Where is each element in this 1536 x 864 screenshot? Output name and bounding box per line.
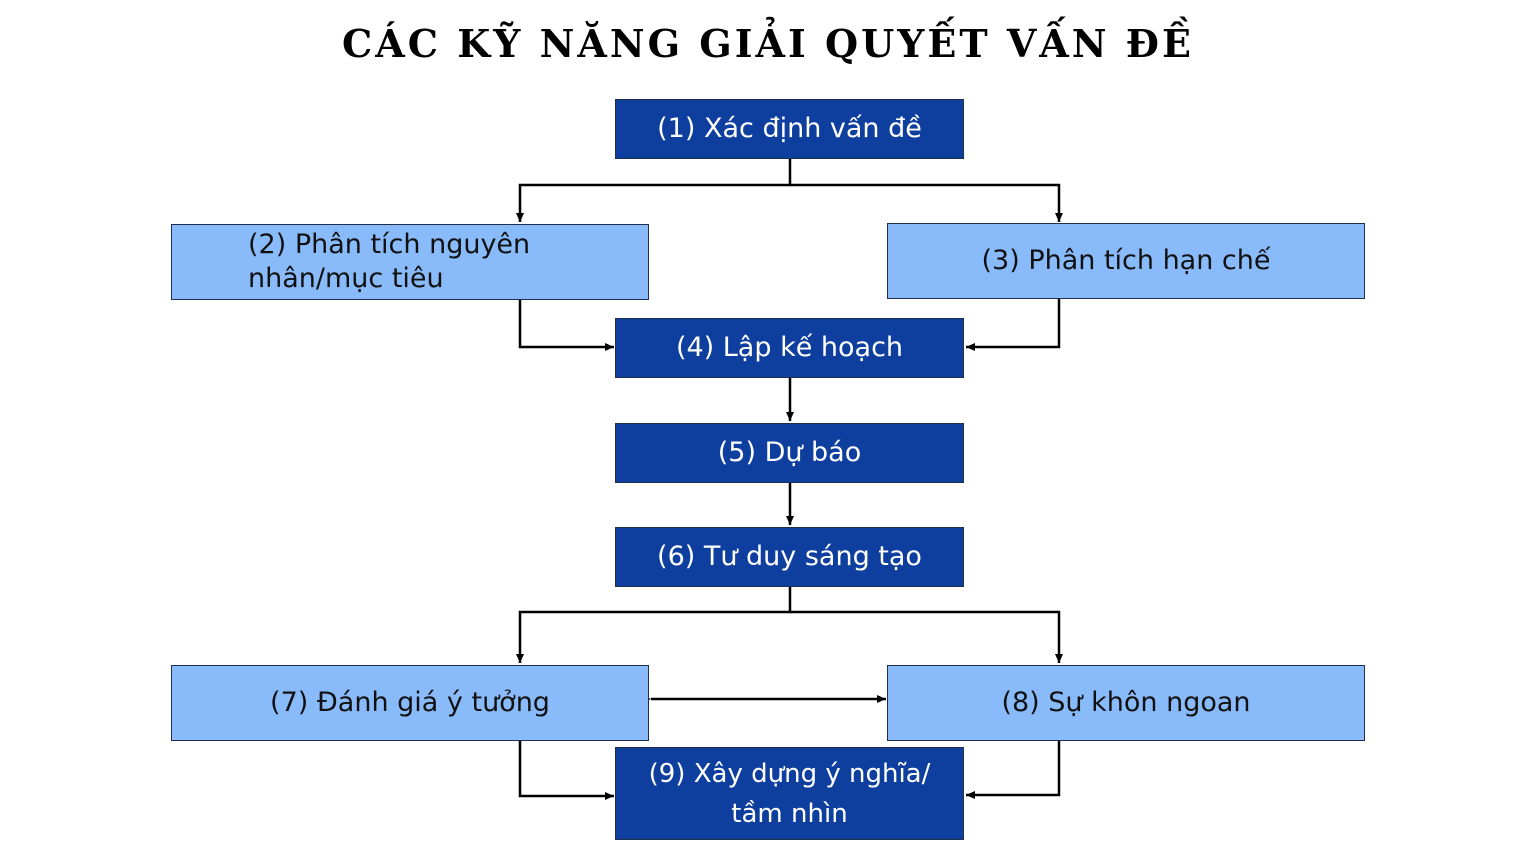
diagram-title: CÁC KỸ NĂNG GIẢI QUYẾT VẤN ĐỀ: [342, 21, 1194, 66]
node-2-label: (2) Phân tích nguyên nhân/mục tiêu: [248, 229, 531, 294]
node-5-label: (5) Dự báo: [717, 437, 862, 468]
node-1-identify-problem: (1) Xác định vấn đề: [615, 99, 964, 159]
node-5-forecast: (5) Dự báo: [615, 423, 964, 483]
connector-1-2: [516, 158, 792, 222]
node-4-planning: (4) Lập kế hoạch: [615, 318, 964, 378]
node-1-label: (1) Xác định vấn đề: [657, 113, 922, 144]
node-6-label: (6) Tư duy sáng tạo: [657, 541, 922, 572]
connector-6-8: [790, 610, 1063, 663]
node-7-label: (7) Đánh giá ý tưởng: [270, 687, 550, 718]
connector-7-9: [518, 741, 614, 800]
node-2-analyze-causes: (2) Phân tích nguyên nhân/mục tiêu: [171, 224, 649, 300]
node-3-analyze-constraints: (3) Phân tích hạn chế: [887, 223, 1365, 299]
node-8-wisdom: (8) Sự khôn ngoan: [887, 665, 1365, 741]
node-9-build-vision: (9) Xây dựng ý nghĩa/ tầm nhìn: [615, 747, 964, 840]
connector-6-7: [516, 587, 792, 663]
connector-1-3: [790, 183, 1063, 222]
connector-3-4: [966, 298, 1061, 351]
node-6-creative-thinking: (6) Tư duy sáng tạo: [615, 527, 964, 587]
node-3-label: (3) Phân tích hạn chế: [981, 245, 1271, 276]
connector-2-4: [518, 299, 614, 351]
connector-8-9: [966, 741, 1061, 799]
node-7-evaluate-ideas: (7) Đánh giá ý tưởng: [171, 665, 649, 741]
node-4-label: (4) Lập kế hoạch: [675, 332, 904, 363]
node-9-label: (9) Xây dựng ý nghĩa/ tầm nhìn: [648, 758, 931, 829]
node-8-label: (8) Sự khôn ngoan: [1001, 687, 1251, 718]
